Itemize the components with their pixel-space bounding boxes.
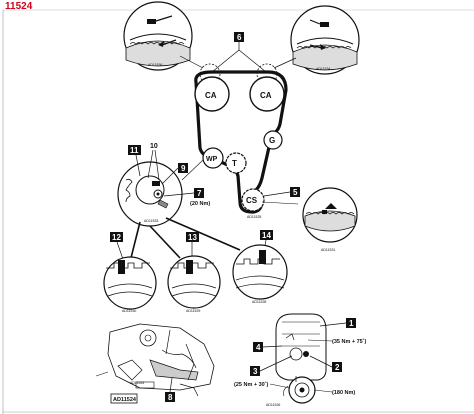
svg-text:4: 4: [256, 343, 261, 352]
svg-text:(20 Nm): (20 Nm): [190, 201, 210, 207]
crankshaft-detail: AD11531: [261, 187, 358, 252]
pulley-wp: WP: [202, 147, 224, 169]
svg-text:5: 5: [293, 188, 298, 197]
svg-text:AD11526: AD11526: [266, 403, 280, 407]
svg-text:AD11534: AD11534: [316, 67, 330, 71]
callout-5: 5: [263, 187, 300, 197]
svg-text:AD11533: AD11533: [144, 219, 158, 223]
callout-12: 12: [110, 232, 125, 263]
svg-text:11: 11: [130, 146, 139, 155]
tensioner-detail: AD11533: [117, 159, 204, 227]
callout-7: 7 (20 Nm): [163, 188, 210, 207]
camshaft-right-detail: AD11534: [290, 5, 360, 75]
svg-text:(25 Nm + 30˚): (25 Nm + 30˚): [234, 381, 269, 388]
diagram-title: 11524: [5, 1, 33, 12]
pulley-ca-left: CA: [194, 76, 230, 112]
svg-text:6: 6: [237, 33, 242, 42]
leader-tensioner-14: [165, 217, 241, 251]
callout-10: 10: [147, 143, 160, 181]
pulley-t: T: [225, 152, 247, 174]
detail-13: AD11529: [167, 255, 221, 313]
callout-3: 3: [250, 355, 293, 376]
svg-text:AD11525: AD11525: [247, 215, 261, 219]
leader-cam-right: [273, 57, 297, 69]
svg-text:7: 7: [197, 189, 202, 198]
svg-text:AD11536: AD11536: [148, 63, 162, 67]
svg-text:AD11524: AD11524: [130, 381, 144, 385]
detail-14: AD11528: [232, 244, 288, 304]
leader-tensioner-13: [149, 225, 181, 259]
svg-text:12: 12: [112, 233, 121, 242]
callout-8: 8: [165, 377, 175, 402]
svg-text:14: 14: [262, 231, 271, 240]
svg-text:10: 10: [150, 143, 158, 150]
svg-text:AD11524: AD11524: [113, 397, 137, 403]
callout-4: 4: [253, 342, 283, 352]
crank-pulley-view: AD11526: [266, 313, 327, 407]
torque-2: (180 Nm): [313, 389, 355, 396]
svg-text:T: T: [232, 159, 237, 168]
pulley-g: G: [263, 130, 283, 150]
callout-1: 1: [319, 318, 356, 328]
pulley-ca-right: CA: [249, 76, 285, 112]
svg-text:CS: CS: [246, 196, 258, 205]
torque-1: (35 Nm + 75˚): [307, 338, 367, 345]
callout-2: 2: [309, 355, 342, 372]
detail-12: AD11530: [103, 256, 157, 313]
svg-text:1: 1: [349, 319, 354, 328]
camshaft-left-detail: AD11536: [123, 1, 193, 71]
leader-cam-left: [179, 55, 204, 69]
svg-text:AD11531: AD11531: [321, 248, 335, 252]
svg-text:(35 Nm + 75˚): (35 Nm + 75˚): [332, 338, 367, 345]
pulley-cs: CS AD11525: [241, 188, 265, 219]
callout-6: 6: [211, 32, 267, 73]
svg-text:13: 13: [188, 233, 197, 242]
svg-text:AD11530: AD11530: [122, 309, 136, 313]
svg-text:G: G: [269, 136, 275, 145]
torque-3: (25 Nm + 30˚): [234, 381, 291, 389]
svg-text:CA: CA: [205, 91, 217, 100]
callout-9: 9: [161, 163, 188, 185]
engine-bottom-left-view: AD11524: [95, 323, 215, 397]
svg-text:3: 3: [253, 367, 258, 376]
svg-text:AD11529: AD11529: [186, 309, 200, 313]
svg-text:WP: WP: [206, 156, 218, 163]
svg-text:AD11528: AD11528: [252, 300, 266, 304]
svg-text:9: 9: [181, 164, 186, 173]
svg-text:(180 Nm): (180 Nm): [332, 390, 355, 396]
image-code-box-bottom-left: AD11524: [110, 393, 138, 404]
callout-11: 11: [128, 145, 141, 177]
leader-tensioner-12: [129, 221, 141, 263]
svg-text:2: 2: [335, 363, 340, 372]
svg-text:CA: CA: [260, 91, 272, 100]
svg-text:8: 8: [168, 393, 173, 402]
